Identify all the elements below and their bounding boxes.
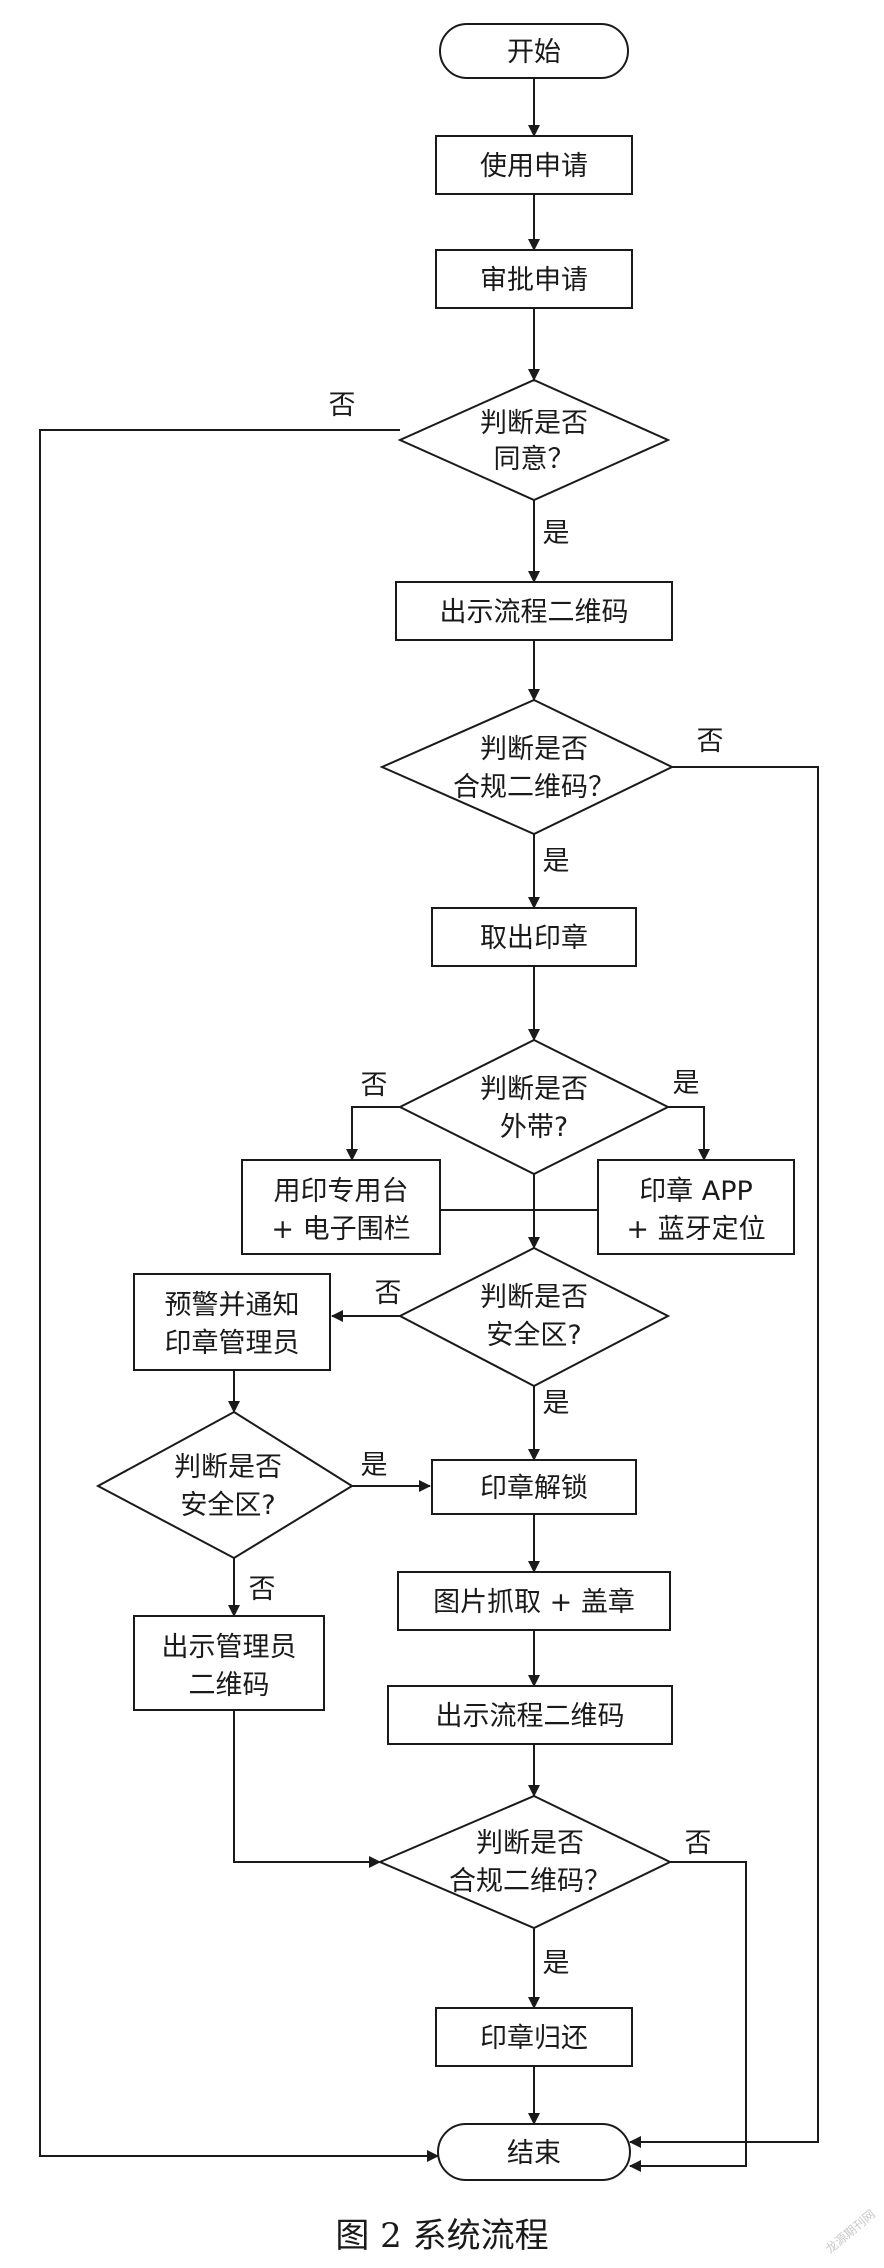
approve-label: 审批申请 — [480, 265, 588, 296]
unlock-label: 印章解锁 — [480, 1473, 588, 1504]
capture-process: 图片抓取 + 盖章 — [397, 1571, 671, 1631]
qr1-label-line1: 判断是否 — [480, 734, 588, 765]
out-label-line1: 判断是否 — [480, 1074, 588, 1105]
admin-qr-label-line2: 二维码 — [189, 1670, 270, 1701]
out-decision: 判断是否 外带? — [397, 1038, 671, 1176]
figure-caption: 图 2 系统流程 — [335, 2216, 548, 2256]
label-agree-no: 否 — [329, 390, 356, 421]
label-out-no: 否 — [361, 1070, 388, 1101]
app-process: 印章 APP + 蓝牙定位 — [597, 1159, 795, 1255]
arrow-qr1-no-end — [629, 766, 819, 2148]
safe1-label-line1: 判断是否 — [480, 1282, 588, 1313]
edge-labels: 否 是 否 是 否 是 否 是 是 否 否 是 — [249, 390, 724, 1979]
arrow-agree-no-end — [39, 429, 439, 2162]
take-seal-process: 取出印章 — [431, 907, 637, 967]
agree-label-line1: 判断是否 — [480, 408, 588, 439]
apply-process: 使用申请 — [435, 135, 633, 195]
qr2-decision: 判断是否 合规二维码？ — [377, 1794, 673, 1930]
end-node: 结束 — [437, 2123, 631, 2181]
qr1-label-line2: 合规二维码？ — [453, 772, 615, 803]
warn-label-line2: 印章管理员 — [165, 1328, 300, 1359]
unlock-process: 印章解锁 — [431, 1459, 637, 1515]
label-safe1-yes: 是 — [543, 1388, 570, 1419]
out-label-line2: 外带? — [500, 1112, 568, 1143]
desk-label-line2: + 电子围栏 — [271, 1214, 410, 1245]
arrow-adminqr-qr2 — [233, 1710, 381, 1868]
admin-qr-process: 出示管理员 二维码 — [133, 1615, 325, 1711]
watermark: 龙源期刊网 — [823, 2207, 878, 2256]
approve-process: 审批申请 — [435, 249, 633, 309]
show-qr2-process: 出示流程二维码 — [387, 1685, 673, 1745]
agree-label-line2: 同意？ — [494, 444, 575, 475]
show-qr2-label: 出示流程二维码 — [436, 1701, 625, 1732]
start-label: 开始 — [507, 37, 561, 68]
warn-label-line1: 预警并通知 — [165, 1290, 300, 1321]
qr2-label-line2: 合规二维码？ — [449, 1866, 611, 1897]
arrow-out-no-desk — [346, 1106, 400, 1161]
return-label: 印章归还 — [480, 2023, 588, 2054]
warn-process: 预警并通知 印章管理员 — [133, 1273, 331, 1371]
label-safe2-yes: 是 — [361, 1450, 388, 1481]
desk-process: 用印专用台 + 电子围栏 — [241, 1159, 441, 1255]
start-node: 开始 — [439, 23, 629, 79]
label-qr2-yes: 是 — [543, 1948, 570, 1979]
capture-label: 图片抓取 + 盖章 — [433, 1587, 635, 1618]
app-label-line1: 印章 APP — [639, 1176, 753, 1207]
desk-label-line1: 用印专用台 — [274, 1176, 409, 1207]
app-label-line2: + 蓝牙定位 — [626, 1214, 765, 1245]
label-qr1-yes: 是 — [543, 846, 570, 877]
return-process: 印章归还 — [435, 2007, 633, 2067]
safe2-decision: 判断是否 安全区? — [95, 1410, 354, 1560]
agree-decision: 判断是否 同意？ — [397, 378, 671, 502]
qr2-label-line1: 判断是否 — [476, 1828, 584, 1859]
end-label: 结束 — [507, 2138, 561, 2169]
safe1-decision: 判断是否 安全区? — [397, 1246, 671, 1388]
label-safe2-no: 否 — [249, 1574, 276, 1605]
label-safe1-no: 否 — [375, 1278, 402, 1309]
arrow-out-yes-app — [668, 1106, 710, 1161]
label-out-yes: 是 — [673, 1068, 700, 1099]
take-seal-label: 取出印章 — [480, 923, 588, 954]
qr1-decision: 判断是否 合规二维码？ — [379, 698, 675, 836]
show-qr-label: 出示流程二维码 — [440, 597, 629, 628]
connectors — [39, 78, 819, 2172]
arrow-qr2-no-end — [629, 1861, 747, 2172]
label-qr2-no: 否 — [685, 1828, 712, 1859]
safe1-label-line2: 安全区? — [486, 1320, 581, 1351]
safe2-label-line2: 安全区? — [180, 1490, 275, 1521]
safe2-label-line1: 判断是否 — [174, 1452, 282, 1483]
apply-label: 使用申请 — [480, 151, 588, 182]
label-agree-yes: 是 — [543, 518, 570, 549]
show-qr-process: 出示流程二维码 — [395, 581, 673, 641]
label-qr1-no: 否 — [697, 726, 724, 757]
admin-qr-label-line1: 出示管理员 — [162, 1632, 297, 1663]
